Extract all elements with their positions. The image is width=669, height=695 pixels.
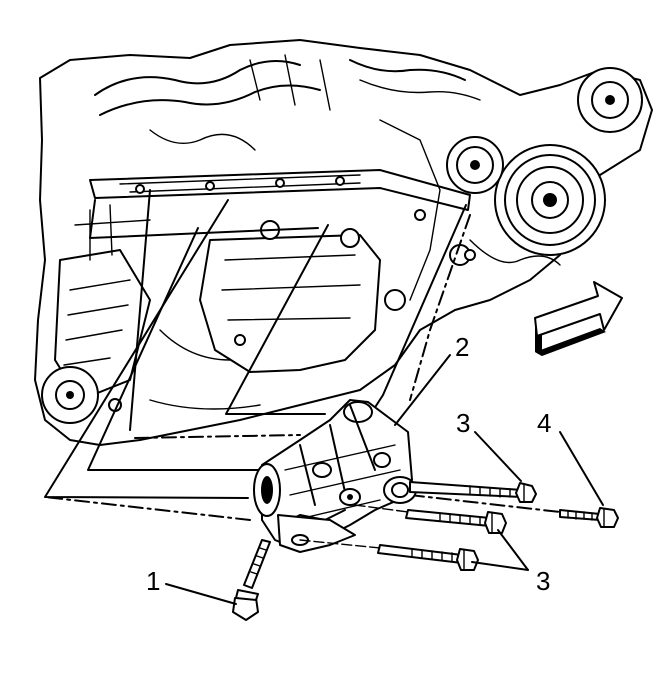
bolt-3-lower-path [299,539,381,549]
bolt-4 [559,507,619,528]
engine-assembly-illustration [34,39,653,446]
bolt-3-middle [405,509,507,534]
bolt-1 [232,539,271,621]
upper-right-pulley [577,67,643,133]
bolt-3-upper [409,481,537,503]
engine-mount-bracket [253,399,417,553]
bolt-3-middle-path [354,504,409,513]
callout-2: 2 [455,332,469,362]
accessory-pulley [446,136,504,194]
callout-4: 4 [537,408,551,438]
callout-3-lower: 3 [536,566,550,596]
callout-leaders [165,354,604,605]
callout-1: 1 [146,566,160,596]
alignment-phantom-lines [44,189,561,521]
bolt-3-lower [377,544,479,571]
crankshaft-pulley [494,144,606,256]
front-direction-arrow-icon [534,281,623,356]
callout-3-upper: 3 [456,408,470,438]
